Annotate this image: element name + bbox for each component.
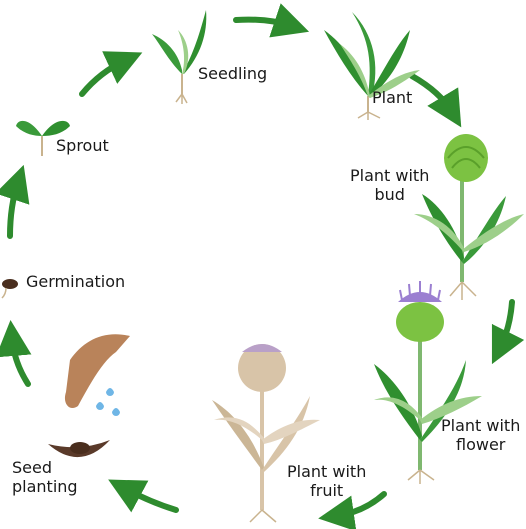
label-plant: Plant [372, 88, 412, 107]
germinating-seed-icon [2, 279, 18, 289]
hand-icon [65, 334, 130, 408]
label-flower-line-1: Plant with [441, 416, 520, 435]
label-seedling: Seedling [198, 64, 267, 83]
seedling-illustration [152, 10, 206, 104]
arrow-seedling-to-plant [236, 20, 292, 26]
label-germination: Germination [26, 272, 125, 291]
label-fruit-line-2: fruit [287, 481, 366, 500]
label-germination-line-1: Germination [26, 272, 125, 291]
arrow-sprout-to-seedling [82, 60, 126, 94]
germination-illustration [2, 279, 18, 298]
label-bud-line-1: Plant with [350, 166, 429, 185]
arrow-planting-to-germination [12, 338, 28, 384]
label-planting-line-1: Seed [12, 458, 78, 477]
label-planting-line-2: planting [12, 477, 78, 496]
seed-icon [70, 442, 90, 454]
label-sprout-line-1: Sprout [56, 136, 109, 155]
label-plant-with-flower: Plant with flower [441, 416, 520, 454]
label-plant-with-fruit: Plant with fruit [287, 462, 366, 500]
label-plant-line-1: Plant [372, 88, 412, 107]
arrow-fruit-to-planting [124, 488, 176, 510]
arrow-germination-to-sprout [10, 182, 18, 236]
label-sprout: Sprout [56, 136, 109, 155]
arrow-plant-to-bud [412, 76, 452, 112]
label-seedling-line-1: Seedling [198, 64, 267, 83]
label-flower-line-2: flower [441, 435, 520, 454]
arrow-bud-to-flower [500, 302, 512, 348]
label-seed-planting: Seed planting [12, 458, 78, 496]
seed-planting-illustration [48, 334, 130, 457]
label-plant-with-bud: Plant with bud [350, 166, 429, 204]
label-bud-line-2: bud [350, 185, 429, 204]
bud-plant-illustration [414, 134, 524, 300]
label-fruit-line-1: Plant with [287, 462, 366, 481]
